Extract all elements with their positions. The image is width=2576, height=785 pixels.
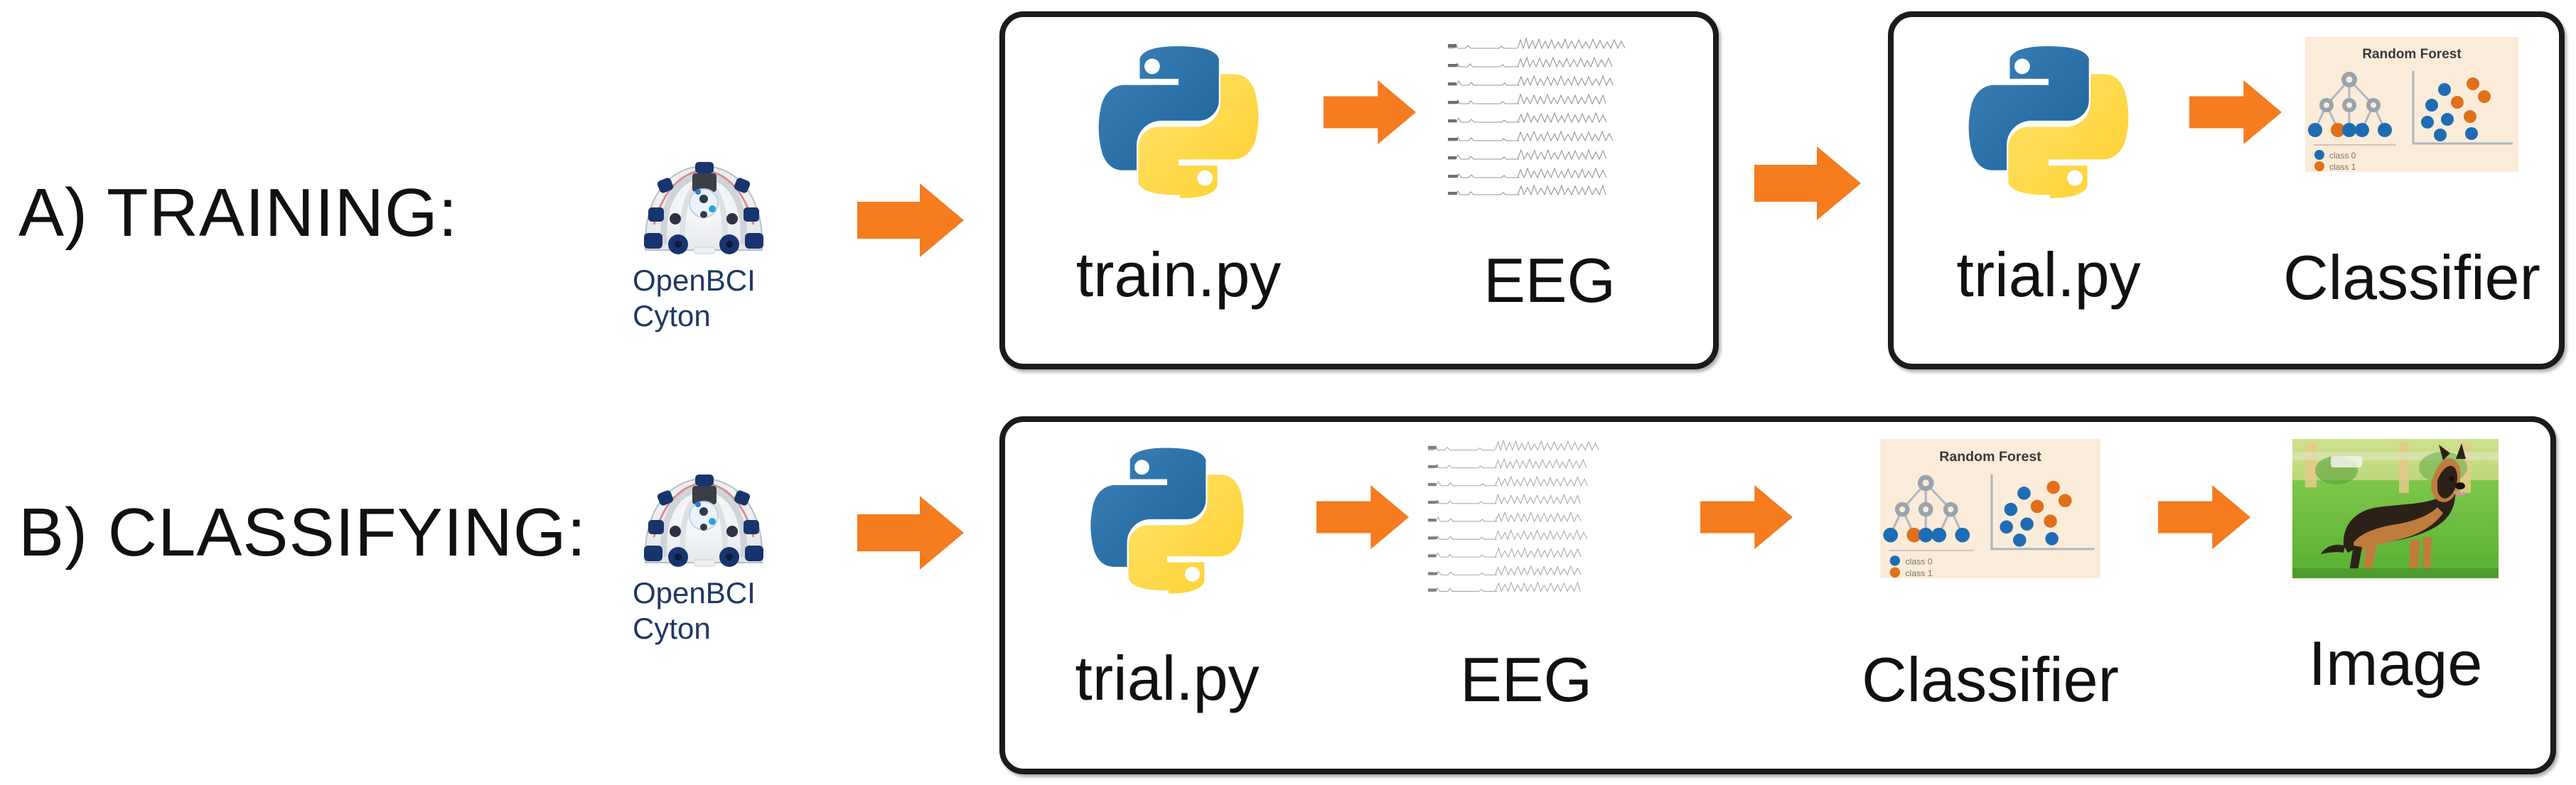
eeg-headset-icon	[633, 159, 775, 259]
dog-photo-icon	[2292, 439, 2499, 578]
source-label-a-line1: OpenBCI	[633, 264, 756, 297]
arrow-a-source-to-box	[857, 180, 964, 260]
stage-item-eeg-a: EEG	[1415, 36, 1685, 315]
stage-label-train-py: train.py	[1075, 239, 1282, 310]
stage-item-classifier-a: Random Forest	[2280, 37, 2543, 309]
arrow-b-classifier-to-image	[2158, 482, 2250, 553]
stage-label-classifier-b: Classifier	[1862, 644, 2119, 715]
svg-text:Random Forest: Random Forest	[2362, 47, 2462, 62]
svg-text:Random Forest: Random Forest	[1939, 449, 2041, 465]
python-logo-icon	[1963, 37, 2134, 211]
stage-item-eeg-b: EEG	[1402, 439, 1651, 711]
stage-label-trial-py-a: trial.py	[1956, 239, 2141, 310]
stage-item-trial-py-b: trial.py	[1046, 439, 1288, 710]
python-logo-icon	[1093, 37, 1264, 211]
eeg-signal-icon	[1427, 439, 1626, 605]
random-forest-icon: Random Forest	[1880, 439, 2100, 582]
stage-item-trial-py-a: trial.py	[1921, 37, 2177, 306]
source-label-a-line2: Cyton	[633, 298, 711, 332]
arrow-b-source-to-box	[857, 493, 964, 573]
stage-item-train-py: train.py	[1051, 37, 1306, 306]
stage-item-image-b: Image	[2260, 439, 2531, 695]
stage-label-trial-py-b: trial.py	[1075, 643, 1260, 713]
python-logo-icon	[1085, 439, 1249, 606]
stage-label-eeg-a: EEG	[1483, 245, 1616, 315]
svg-text:class 0: class 0	[2329, 151, 2356, 161]
eeg-signal-icon	[1447, 36, 1653, 208]
arrow-a-box1-to-box2	[1754, 144, 1861, 223]
source-label-b-line1: OpenBCI	[633, 576, 756, 610]
arrow-b-py-to-eeg	[1316, 482, 1409, 553]
row-label-training: A) TRAINING:	[18, 175, 458, 251]
stage-label-classifier-a: Classifier	[2283, 242, 2540, 313]
svg-text:class 1: class 1	[1905, 568, 1933, 578]
source-label-b-line2: Cyton	[633, 611, 711, 645]
eeg-headset-icon	[633, 472, 775, 571]
row-label-classifying: B) CLASSIFYING:	[18, 494, 587, 570]
arrow-a1-py-to-eeg	[1324, 77, 1416, 148]
stage-item-classifier-b: Random Forest	[1820, 439, 2161, 711]
arrow-b-eeg-to-classifier	[1700, 482, 1793, 553]
stage-label-eeg-b: EEG	[1460, 644, 1592, 715]
source-openbci-cyton-a: OpenBCI Cyton	[633, 159, 782, 333]
source-openbci-cyton-b: OpenBCI Cyton	[633, 472, 782, 646]
arrow-a2-py-to-classifier	[2189, 77, 2282, 148]
svg-text:class 0: class 0	[1905, 556, 1933, 566]
svg-text:class 1: class 1	[2329, 162, 2356, 172]
stage-label-image-b: Image	[2308, 628, 2483, 698]
random-forest-icon: Random Forest	[2305, 37, 2518, 175]
